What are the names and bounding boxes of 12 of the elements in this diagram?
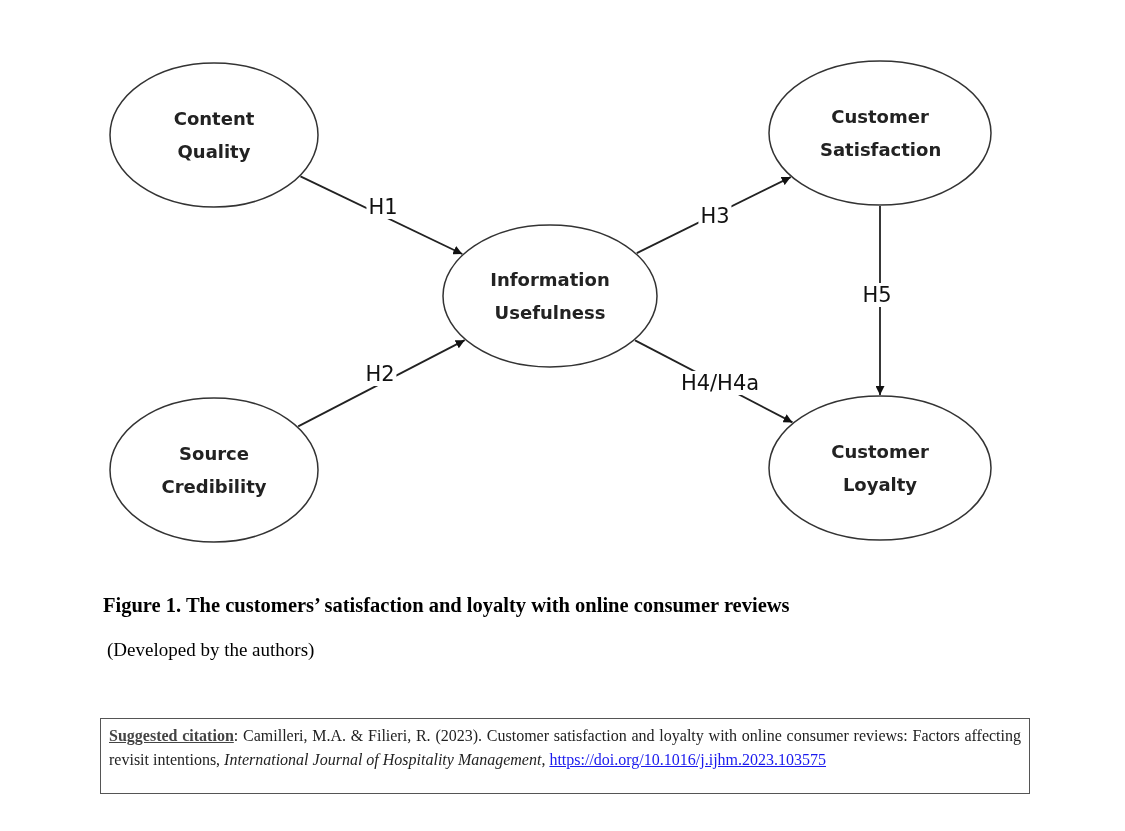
construct-label: Source Credibility — [160, 442, 268, 499]
construct-label: Information Usefulness — [490, 268, 610, 325]
arrow — [875, 205, 885, 396]
construct-label: Customer Loyalty — [830, 440, 930, 497]
figure-caption: Figure 1. The customers’ satisfaction and loyalty with online consumer reviews — [103, 594, 790, 617]
doi-link: https://doi.org/10.1016/j.ijhm.2023.103575 — [549, 751, 826, 768]
arrow — [299, 175, 464, 255]
note: (Developed by the authors) — [107, 639, 315, 661]
arrow — [297, 339, 466, 428]
construct-label: Customer Satisfaction — [820, 105, 940, 162]
citation-text: Suggested citation: Camilleri, M.A. & Filieri, R. (2023). Customer satisfaction and loyalty with online consumer reviews: Factors affecting revisit intentions, International Journal of Hospitality Management, https://doi.org/10.1016/j.ijhm.2023.103575 — [109, 726, 1021, 771]
construct-label: Content Quality — [172, 107, 256, 164]
